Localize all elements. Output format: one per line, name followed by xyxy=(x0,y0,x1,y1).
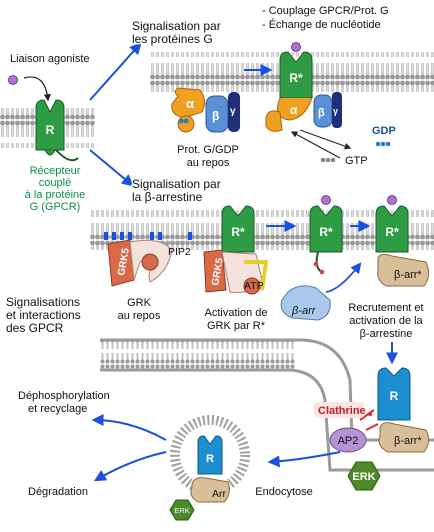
arr-signaling-line2-shadow: la β-arrestine xyxy=(132,190,203,204)
g-signaling-line2: les protéines G xyxy=(132,32,213,46)
grk5-active-label: GRK5 xyxy=(210,257,226,287)
arrow-degradation xyxy=(93,451,167,482)
gpcr-line4: G (GPCR) xyxy=(30,201,81,213)
recruit-line3: β-arrestine xyxy=(360,328,413,340)
gtp-binding-arrow xyxy=(290,131,341,159)
erk-hexagon-large xyxy=(347,461,381,491)
arrow-to-g-signaling xyxy=(89,42,142,101)
recruit-line2: activation de la xyxy=(349,315,423,327)
beta-arr-label: β-arr xyxy=(291,305,317,317)
receptor-active-g: R* α β γ xyxy=(265,42,342,132)
receptor-arrestin-bound: R* β-arr* xyxy=(375,195,430,287)
signaling-line2: et interactions xyxy=(6,308,81,322)
receptor-active-label-1: R* xyxy=(289,71,303,85)
g-alpha-resting: α xyxy=(186,96,194,111)
clathrin-label-bg xyxy=(314,402,364,418)
g-resting-line2: au repos xyxy=(187,157,230,169)
beta-arr-star-1: β-arr* xyxy=(394,269,422,281)
agonist-binding-arrow xyxy=(23,76,51,102)
bullet-exchange: - Échange de nucléotide xyxy=(262,18,381,31)
receptor-endosome: R Arr xyxy=(190,435,230,503)
grk-activation-line1: Activation de xyxy=(205,307,268,319)
receptor-grk-activation: R* GRK5 ATP xyxy=(203,205,269,295)
arrow-recycling xyxy=(91,414,167,441)
g-signaling-line1: Signalisation par xyxy=(132,19,221,33)
erk-hexagon-small xyxy=(169,499,195,521)
pip2-headgroups xyxy=(104,232,192,240)
gpcr-line2: couplé xyxy=(39,177,71,189)
ap2-label: AP2 xyxy=(338,435,359,447)
bullet-coupling: - Couplage GPCR/Prot. G xyxy=(262,5,389,17)
agonist-ligand xyxy=(8,75,18,85)
degradation-label: Dégradation xyxy=(28,486,88,498)
recruit-line1: Recrutement et xyxy=(348,302,423,314)
receptor-blue-label-1: R xyxy=(390,389,399,403)
signaling-line1-shadow: Signalisations xyxy=(6,295,80,309)
gtp-label: GTP xyxy=(345,155,368,167)
agonist-binding-label: Liaison agoniste xyxy=(10,53,90,65)
grk5-resting: GRK5 xyxy=(107,239,173,287)
beta-arrestin-free: β-arr xyxy=(280,285,331,321)
dephos-line2: et recyclage xyxy=(28,403,87,415)
grk-resting-line2: au repos xyxy=(118,310,161,322)
arr-signaling-line2: la β-arrestine xyxy=(132,190,203,204)
gdp-molecule xyxy=(375,141,391,147)
signaling-line3-shadow: des GPCR xyxy=(6,321,64,335)
gpcr-line1: Récepteur xyxy=(30,165,81,177)
grk-activation-line2: GRK par R* xyxy=(207,320,266,332)
g-signaling-line2-shadow: les protéines G xyxy=(132,32,213,46)
endocytosis-label: Endocytose xyxy=(255,486,312,498)
arrow-arrestin-recruit xyxy=(325,262,362,293)
signaling-line1: Signalisations xyxy=(6,295,80,309)
g-beta-resting: β xyxy=(212,109,219,123)
ap2-complex xyxy=(329,427,367,453)
arrow-to-arrestin-signaling xyxy=(89,149,134,187)
receptor-active-label-3: R* xyxy=(319,225,333,239)
erk-label-large: ERK xyxy=(352,471,375,483)
atp-label: ATP xyxy=(244,280,264,292)
receptor-active-label-4: R* xyxy=(385,225,399,239)
receptor-label: R xyxy=(46,123,55,137)
receptor-blue-label-2: R xyxy=(206,453,214,465)
receptor-active-label-2: R* xyxy=(231,225,245,239)
grk5-resting-label: GRK5 xyxy=(116,247,132,277)
signaling-line2-shadow: et interactions xyxy=(6,308,81,322)
receptor-clathrin-pit: R β-arr* xyxy=(359,367,430,453)
g-gamma-resting: γ xyxy=(230,106,236,117)
pip2-label: PIP2 xyxy=(168,246,191,258)
arr-signaling-line1-shadow: Signalisation par xyxy=(132,177,221,191)
g-protein-resting: α β γ xyxy=(171,87,240,133)
membrane-endo-band xyxy=(100,340,295,370)
membrane-invagination xyxy=(100,338,434,442)
receptor-resting: R xyxy=(35,99,79,162)
g-signaling-line1-shadow: Signalisation par xyxy=(132,19,221,33)
arrow-endocytosis xyxy=(267,451,341,468)
gdp-release-arrow xyxy=(299,129,352,150)
gtp-molecule xyxy=(320,157,336,163)
receptor-phosphorylated: R* xyxy=(309,195,343,275)
grk-resting-line1: GRK xyxy=(127,297,152,309)
g-alpha-active: α xyxy=(290,103,298,117)
beta-arr-star-2: β-arr* xyxy=(394,435,422,447)
erk-label-small: ERK xyxy=(174,506,189,515)
dephos-line1: Déphosphorylation xyxy=(18,390,110,402)
arr-signaling-line1: Signalisation par xyxy=(132,177,221,191)
clathrin-label: Clathrine xyxy=(318,405,366,417)
gdp-label: GDP xyxy=(372,125,396,137)
gpcr-line3: à la protéine xyxy=(25,189,86,201)
signaling-line3: des GPCR xyxy=(6,321,64,335)
arr-label: Arr xyxy=(212,488,227,500)
g-beta-active: β xyxy=(318,107,325,119)
g-resting-line1: Prot. G/GDP xyxy=(177,144,239,156)
g-gamma-active: γ xyxy=(333,106,338,116)
